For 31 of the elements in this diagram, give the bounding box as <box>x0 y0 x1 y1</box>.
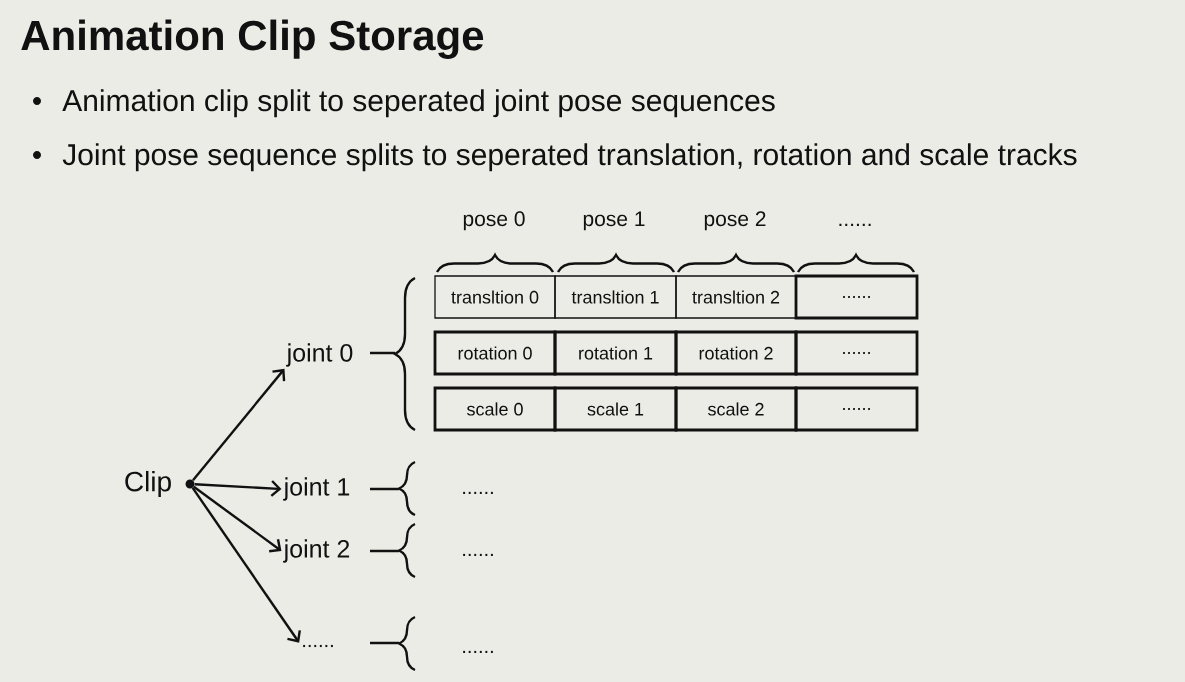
track-cell: transltion 2 <box>675 275 797 319</box>
track-cell: scale 0 <box>433 386 557 432</box>
clip-label: Clip <box>125 470 171 498</box>
slide-title: Animation Clip Storage <box>21 19 484 59</box>
track-cell: rotation 2 <box>674 330 798 376</box>
arrow <box>191 487 301 643</box>
track-cell: rotation 1 <box>553 330 678 376</box>
track-cell: ...... <box>794 274 919 320</box>
ellipsis-text: ...... <box>303 644 333 648</box>
joint-label: joint 1 <box>283 477 350 501</box>
bullet-text: Joint pose sequence splits to seperated translation, rotation and scale tracks <box>62 143 1077 172</box>
column-label: pose 0 <box>463 211 525 231</box>
joint-label: joint 2 <box>283 539 350 563</box>
track-cell: ...... <box>794 386 919 432</box>
track-cell: scale 2 <box>674 386 798 432</box>
column-label: ...... <box>839 223 871 226</box>
column-label: pose 1 <box>583 211 645 231</box>
joint-label: joint 0 <box>286 343 353 367</box>
bullet-text: Animation clip split to seperated joint pose sequences <box>62 89 775 118</box>
ellipsis-text: ...... <box>463 553 493 556</box>
track-cell: transltion 0 <box>434 275 556 319</box>
track-cell: rotation 0 <box>433 330 557 376</box>
arrow <box>192 368 286 482</box>
column-label: pose 2 <box>704 211 766 231</box>
track-cell: ...... <box>794 330 919 376</box>
track-cell: transltion 1 <box>554 275 677 319</box>
ellipsis-text: ...... <box>463 650 493 653</box>
track-cell: scale 1 <box>553 386 678 432</box>
arrow <box>194 480 282 497</box>
ellipsis-text: ...... <box>463 491 493 494</box>
arrow <box>193 485 282 553</box>
